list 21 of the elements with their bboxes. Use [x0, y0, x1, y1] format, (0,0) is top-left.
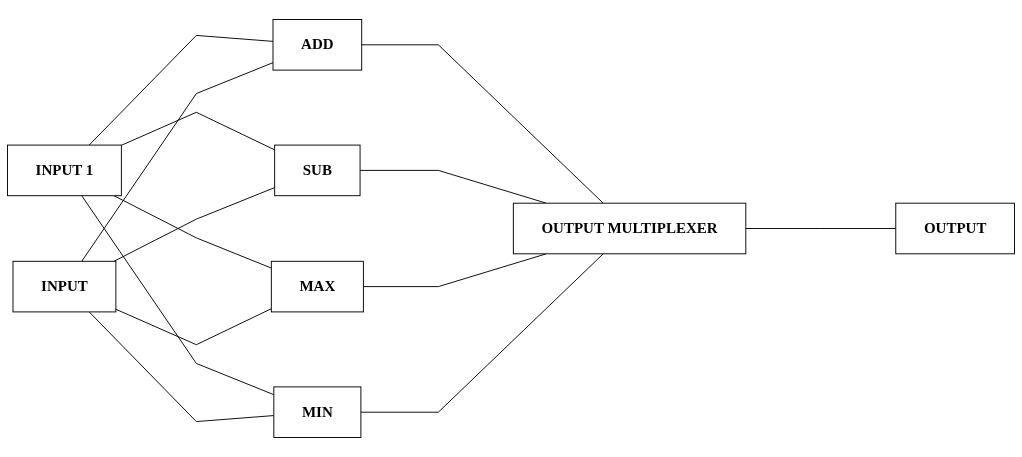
- connector: [88, 311, 275, 423]
- connector: [361, 44, 604, 204]
- node-box: OUTPUT: [895, 202, 1015, 255]
- connector: [81, 62, 274, 262]
- connector: [362, 253, 547, 288]
- connector: [745, 228, 897, 229]
- node-box: OUTPUT MULTIPLEXER: [512, 202, 747, 255]
- connector: [81, 195, 275, 396]
- node-box: INPUT 1: [7, 144, 122, 197]
- connector: [113, 195, 272, 269]
- connector: [359, 169, 547, 204]
- node-box: MIN: [273, 386, 362, 438]
- node-box: ADD: [272, 19, 363, 71]
- node-box: SUB: [274, 144, 361, 197]
- node-box: INPUT: [12, 260, 117, 313]
- connector: [88, 34, 274, 146]
- connector: [360, 253, 604, 413]
- connector: [120, 111, 276, 151]
- node-box: MAX: [270, 260, 364, 313]
- connector: [113, 187, 276, 262]
- connector: [115, 308, 272, 346]
